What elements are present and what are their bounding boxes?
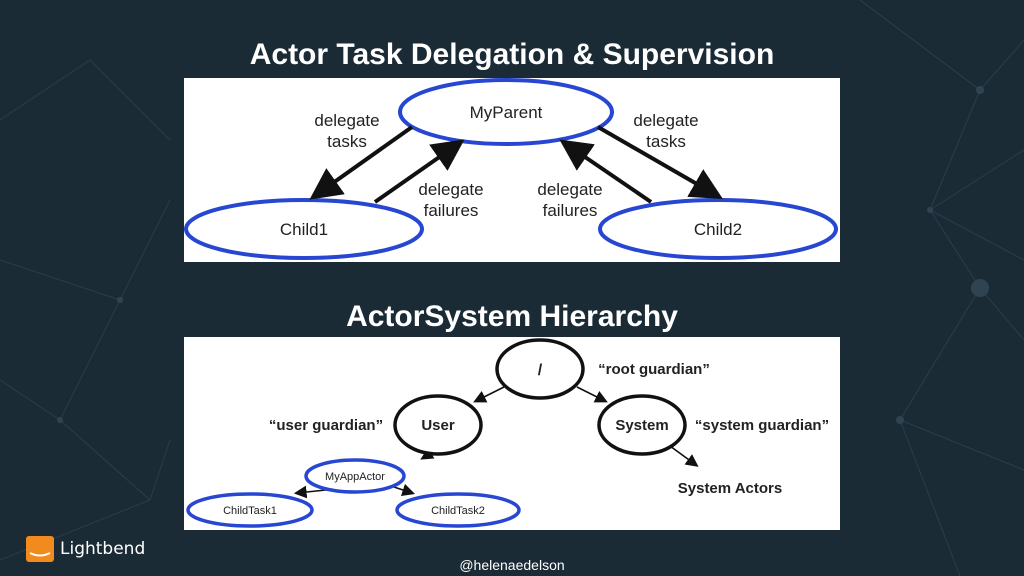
root-node (495, 338, 585, 400)
system-label: System (615, 417, 668, 434)
user-caption: “user guardian” (269, 417, 383, 434)
childtask1-label: ChildTask1 (223, 505, 277, 517)
myappactor-label: MyAppActor (325, 471, 385, 483)
arrow-parent-to-child2 (597, 125, 723, 199)
left-delegate-tasks-line2: tasks (327, 132, 367, 151)
left-delegate-tasks-line1: delegate (314, 111, 379, 130)
lightbend-mark-icon (26, 536, 54, 562)
lightbend-logo: Lightbend (26, 536, 156, 564)
delegation-title: Actor Task Delegation & Supervision (249, 38, 775, 71)
delegation-diagram: MyParent Child1 Child2 delegate tasks de… (184, 78, 840, 262)
delegation-diagram-svg: MyParent Child1 Child2 delegate tasks de… (184, 78, 838, 260)
childtask2-node (395, 492, 521, 528)
author-handle: @helenaedelson (459, 557, 565, 573)
child1-node (184, 198, 424, 260)
myappactor-node (304, 458, 406, 494)
hierarchy-diagram-svg: / “root guardian” User “user guardian” S… (186, 338, 829, 528)
lightbend-wordmark: Lightbend (60, 539, 146, 559)
childtask1-node (186, 492, 314, 528)
childtask2-label: ChildTask2 (431, 505, 485, 517)
edge-root-user (473, 386, 505, 403)
myparent-node (398, 78, 614, 146)
arrow-parent-to-child1 (309, 125, 414, 200)
user-node (393, 394, 483, 456)
left-delegate-failures-line1: delegate (418, 180, 483, 199)
arrow-child2-to-parent (559, 139, 653, 204)
system-actors-label: System Actors (678, 480, 783, 497)
myparent-label: MyParent (470, 103, 543, 122)
root-label: / (538, 362, 543, 379)
right-delegate-tasks-line2: tasks (646, 132, 686, 151)
edge-system-actors (669, 445, 699, 467)
edge-appactor-task2 (393, 483, 416, 497)
system-node (597, 394, 687, 456)
edge-root-system (576, 386, 608, 403)
root-caption: “root guardian” (598, 361, 710, 378)
left-delegate-failures-line2: failures (424, 201, 479, 220)
child2-node (598, 198, 838, 260)
right-delegate-failures-line2: failures (543, 201, 598, 220)
hierarchy-title: ActorSystem Hierarchy (346, 300, 678, 333)
right-delegate-tasks-line1: delegate (633, 111, 698, 130)
user-label: User (421, 417, 455, 434)
system-caption: “system guardian” (695, 417, 829, 434)
hierarchy-diagram: / “root guardian” User “user guardian” S… (184, 337, 840, 530)
right-delegate-failures-line1: delegate (537, 180, 602, 199)
child1-label: Child1 (280, 220, 328, 239)
child2-label: Child2 (694, 220, 742, 239)
arrow-child1-to-parent (373, 139, 465, 204)
